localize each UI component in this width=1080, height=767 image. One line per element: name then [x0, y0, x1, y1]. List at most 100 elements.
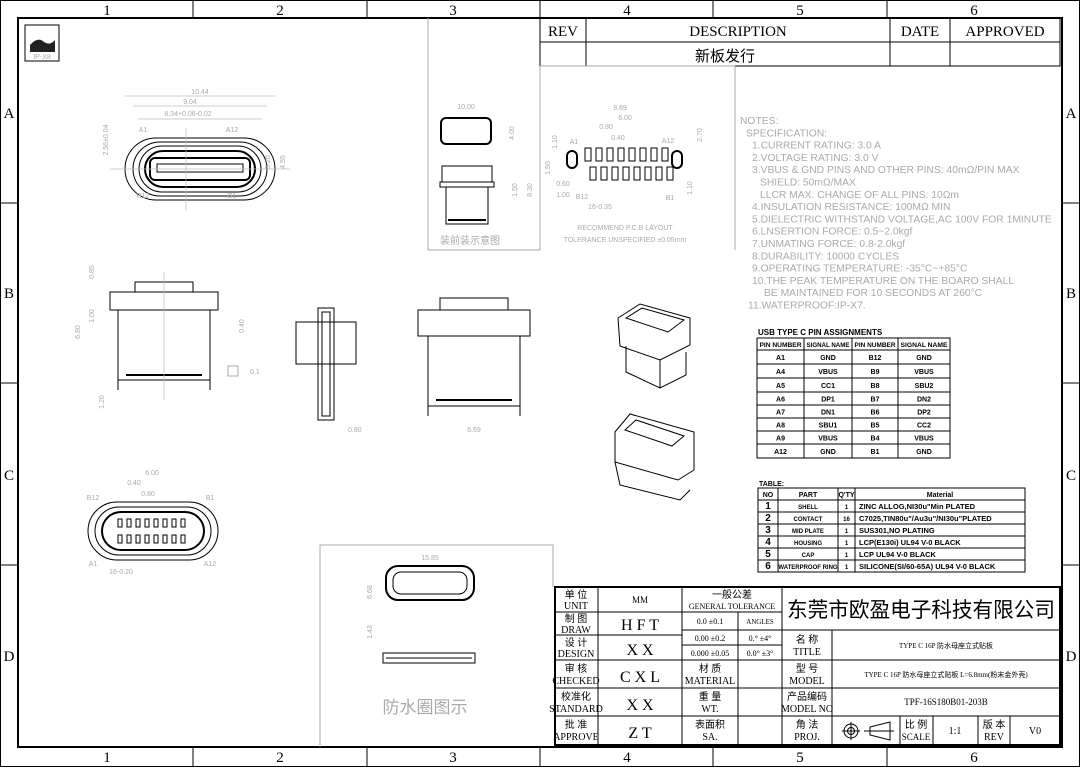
- pcb-pad: [666, 166, 674, 181]
- material-table-cell: CAP: [802, 553, 815, 559]
- ring-panel: 15.85 6.68 1.43 防水圈图示: [319, 544, 554, 747]
- pcb-dim-1-5: 1.50: [545, 161, 552, 175]
- material-table-header: PART: [799, 492, 818, 499]
- note-line: BE MAINTAINED FOR 10 SECONDS AT 260°C: [764, 288, 983, 299]
- pin-table-cell: B8: [871, 383, 880, 390]
- tolerance-label-en: GENERAL TOLERANCE: [689, 602, 775, 611]
- note-line: 6.LNSERTION FORCE: 0.5~2.0kgf: [752, 227, 912, 238]
- rev-header: REV: [548, 24, 578, 40]
- dim-2-56: 2.56±0.04: [103, 124, 110, 155]
- pin-table-cell: VBUS: [818, 436, 838, 443]
- pin-table-cell: SBU1: [819, 423, 838, 430]
- bottom-dim-6: 6.00: [145, 470, 159, 477]
- tolerance-3: 0.000 ±0.05: [691, 649, 729, 658]
- note-line: 9.OPERATING TEMPERATURE: -35°C~+85°C: [752, 264, 968, 275]
- tolerance-angle-3: 0.0° ±3°: [747, 649, 774, 658]
- pcb-dim-0-8: 0.80: [599, 124, 613, 131]
- material-table-cell: 6: [765, 561, 771, 572]
- contact-pin: [153, 534, 159, 544]
- pcb-pad: [606, 147, 614, 162]
- note-line: 7.UNMATING FORCE: 0.8-2.0kgf: [752, 239, 905, 250]
- pin-table-cell: DP2: [917, 410, 931, 417]
- rev-label-en: REV: [984, 732, 1005, 743]
- front-view: 10.44 9.04 8.34+0.06-0.02 2.56±0.04 3.26…: [103, 89, 290, 210]
- bottom-label-b1: B1: [206, 495, 215, 502]
- material-table-cell: 3: [765, 525, 771, 536]
- tolerance-angle-2: 0.° ±4°: [749, 634, 772, 643]
- material-label-en: MATERIAL: [685, 676, 736, 687]
- scale-label-en: SCALE: [902, 732, 931, 742]
- projection-symbol-icon: [842, 721, 894, 741]
- grid-row-b: B: [4, 286, 14, 302]
- pcb-dim-0-4: 0.40: [611, 135, 625, 142]
- contact-pin: [171, 534, 177, 544]
- pin-table-cell: A1: [776, 355, 785, 362]
- note-line: 5.DIELECTRIC WITHSTAND VOLTAGE,AC 100V F…: [752, 214, 1052, 225]
- pcb-pad: [639, 147, 647, 162]
- approve-value: Z T: [628, 725, 651, 742]
- contact-pin: [162, 518, 168, 528]
- material-table-cell: 1: [845, 553, 849, 559]
- model-value: TYPE C 16P 防水母座立式贴板 L=6.8mm(粉末金外壳): [864, 670, 1028, 679]
- pcb-dim-16-0-35: 16-0.35: [588, 204, 612, 211]
- isometric-views: [614, 303, 695, 501]
- title-value: TYPE C 16P 防水母座立式贴板: [899, 641, 993, 650]
- pcb-pad: [595, 147, 603, 162]
- pin-label-a12: A12: [226, 127, 239, 134]
- ring-caption: 防水圈图示: [383, 698, 468, 717]
- contact-pin: [135, 518, 141, 528]
- pin-table-cell: VBUS: [914, 369, 934, 376]
- contact-pin: [171, 518, 177, 528]
- bottom-view: 6.00 0.40 0.80 16-0.20 B12 B1 A1 A12: [87, 470, 219, 576]
- dim-10-44: 10.44: [191, 89, 209, 96]
- pcb-pad: [584, 147, 592, 162]
- pcb-dim-1-1: 1.10: [552, 135, 559, 149]
- assembly-caption: 装前装示意图: [440, 234, 500, 247]
- checked-label-en: CHECKED: [552, 676, 599, 687]
- grid-col-3: 3: [449, 3, 457, 19]
- design-value: X X: [626, 642, 654, 659]
- grid-col-2-bottom: 2: [276, 750, 284, 766]
- pcb-pad: [661, 147, 669, 162]
- material-table-cell: 1: [845, 565, 849, 571]
- pcb-label-b12: B12: [576, 194, 589, 201]
- bottom-label-b12: B12: [87, 495, 100, 502]
- pin-table-header: PIN NUMBER: [855, 342, 896, 349]
- title-block: 单 位 UNIT 制 图 DRAW 设 计 DESIGN 审 核 CHECKED…: [549, 586, 1061, 746]
- draw-label: 制 图: [565, 612, 588, 625]
- contact-pin: [126, 518, 132, 528]
- standard-label: 校准化: [561, 690, 591, 703]
- pcb-pad: [655, 166, 663, 181]
- pin-table-cell: B7: [871, 397, 880, 404]
- material-table-cell: SUS301,NO PLATING: [859, 526, 935, 535]
- pcb-label-b1: B1: [666, 195, 675, 202]
- note-line: 3.VBUS & GND PINS AND OTHER PINS: 40mΩ/P…: [752, 165, 1020, 176]
- note-line: LLCR MAX. CHANGE OF ALL PINS: 10Ωm: [760, 190, 959, 201]
- pcb-dim-1: 1.00: [556, 192, 570, 199]
- grid-col-5-bottom: 5: [796, 750, 804, 766]
- ring-dim-1-43: 1.43: [367, 625, 374, 639]
- material-table-cell: CONTACT: [794, 517, 823, 523]
- grid-col-6-bottom: 6: [970, 750, 978, 766]
- pin-table-cell: B1: [871, 449, 880, 456]
- proj-label: 角 法: [796, 718, 819, 731]
- draw-label-en: DRAW: [561, 625, 591, 636]
- assembly-dim-8-3: 8.30: [527, 183, 534, 197]
- date-header: DATE: [901, 24, 939, 40]
- pcb-dim-0-6: 0.60: [556, 181, 570, 188]
- grid-row-d: D: [4, 649, 15, 665]
- weight-label: 重 量: [699, 690, 722, 703]
- bottom-dim-0-4: 0.40: [127, 480, 141, 487]
- note-line: 10.THE PEAK TEMPERATURE ON THE BOARO SHA…: [752, 276, 1014, 287]
- material-table-cell: 4: [765, 537, 771, 548]
- contact-pin: [144, 534, 150, 544]
- material-table-header: Material: [927, 492, 954, 499]
- dim-4-55: 4.55: [280, 155, 287, 169]
- contact-pin: [162, 534, 168, 544]
- material-table-cell: 16: [843, 517, 850, 523]
- sa-label: 表面积: [695, 718, 725, 731]
- material-table-cell: LCP UL94 V-0 BLACK: [859, 550, 937, 559]
- pcb-layout-panel: 8.69 6.00 0.80 0.40 1.10 1.50 0.60 1.00 …: [540, 65, 736, 250]
- grid-row-c-right: C: [1066, 468, 1076, 484]
